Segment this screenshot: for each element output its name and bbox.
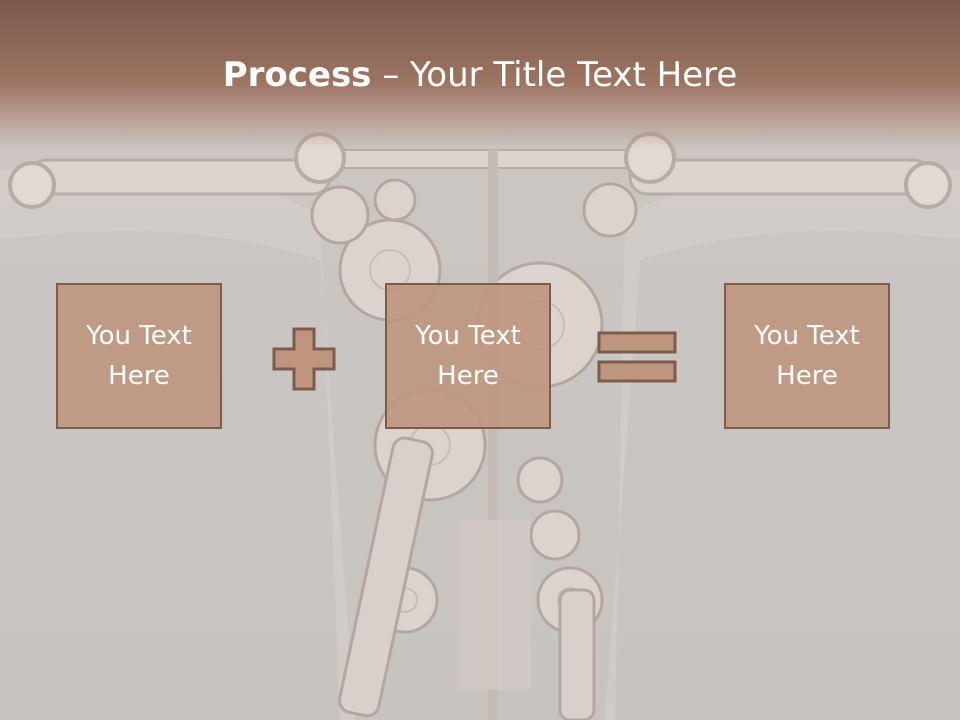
- box-3-line-1: You Text: [754, 321, 860, 351]
- slide-title[interactable]: Process – Your Title Text Here: [0, 52, 960, 98]
- box-3-line-2: Here: [776, 361, 838, 391]
- box-1-line-1: You Text: [86, 321, 192, 351]
- box-2-line-2: Here: [437, 361, 499, 391]
- title-bold: Process: [222, 55, 372, 95]
- process-box-1[interactable]: You Text Here: [56, 283, 222, 429]
- box-2-line-1: You Text: [415, 321, 521, 351]
- equals-icon: [597, 331, 677, 383]
- box-1-line-2: Here: [108, 361, 170, 391]
- plus-icon: [272, 327, 336, 391]
- title-rest: – Your Title Text Here: [371, 55, 738, 95]
- process-box-2[interactable]: You Text Here: [385, 283, 551, 429]
- process-box-3[interactable]: You Text Here: [724, 283, 890, 429]
- title-band: [0, 0, 960, 150]
